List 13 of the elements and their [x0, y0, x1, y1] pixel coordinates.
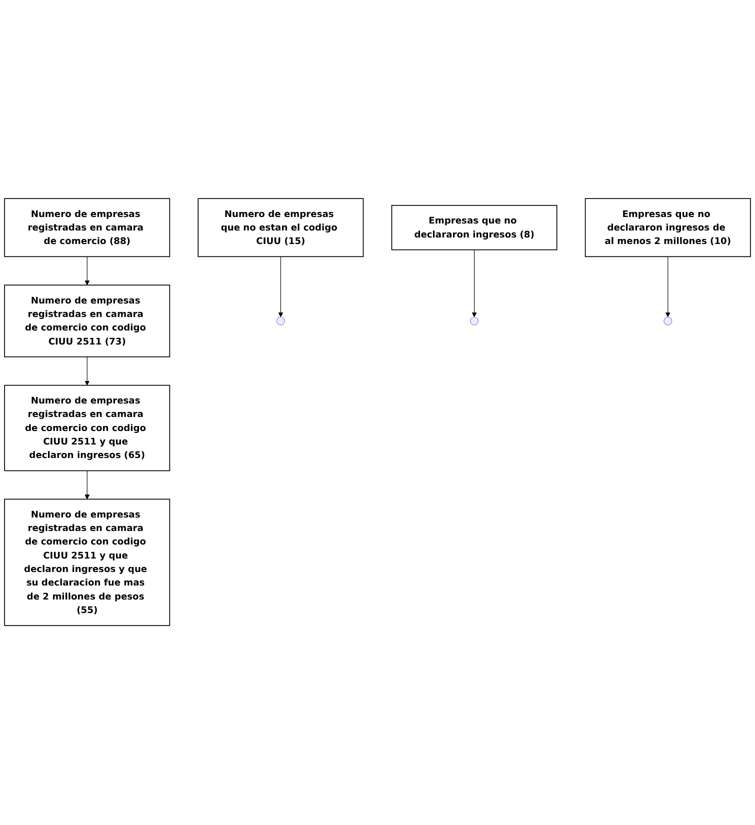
arrow [84, 356, 90, 386]
node-box: Numero de empresas registradas en camara de comercio con codigo CIUU 2511 (73) [4, 285, 170, 358]
arrow [472, 250, 477, 318]
arrow [665, 256, 670, 318]
node-box: Numero de empresas registradas en camara de comercio con codigo CIUU 2511 y que declaron ingresos (65) [4, 385, 170, 472]
node-box: Empresas que no declararon ingresos de al menos 2 millones (10) [584, 198, 751, 258]
node-box: Numero de empresas registradas en camara de comercio con codigo CIUU 2511 y que declaron ingresos y que su declaracion fue mas de 2 millones de pesos (55) [4, 499, 170, 626]
node-box: Numero de empresas registradas en camara de comercio (88) [4, 198, 170, 258]
arrow [84, 256, 90, 286]
node-box: Numero de empresas que no estan el codigo CIUU (15) [198, 198, 364, 258]
node-box: Empresas que no declararon ingresos (8) [391, 205, 558, 251]
arrow [84, 470, 90, 500]
arrow [278, 256, 284, 318]
